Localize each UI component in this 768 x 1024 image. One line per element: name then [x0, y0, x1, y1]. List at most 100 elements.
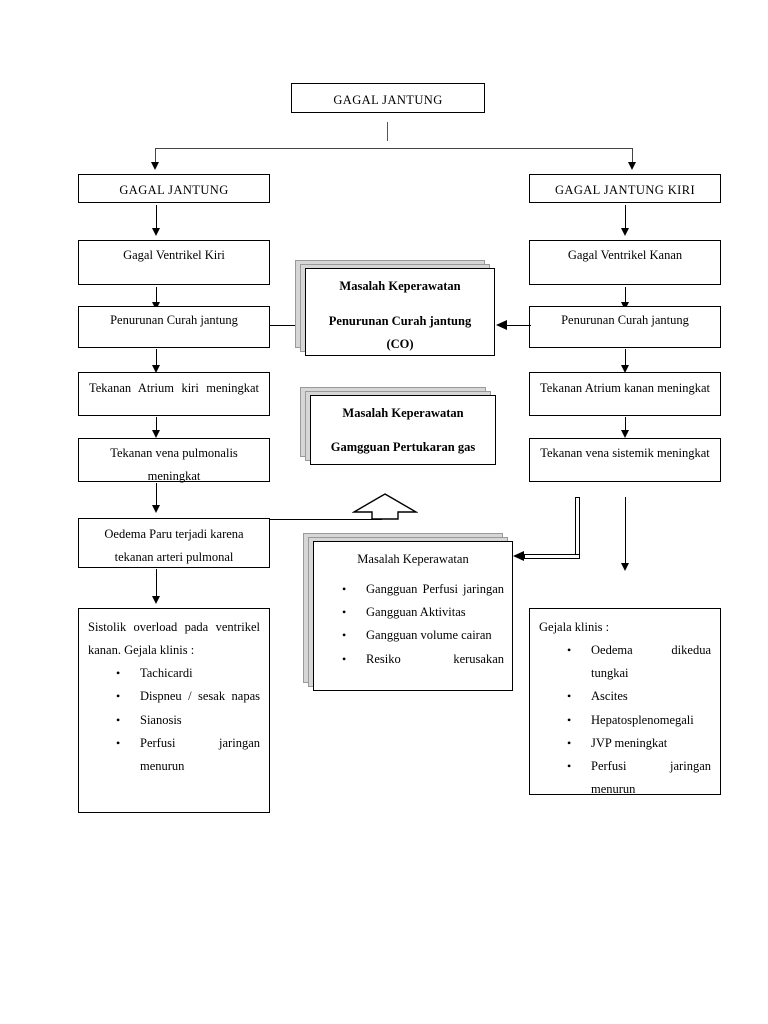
node-right-ventrikel[interactable]: Gagal Ventrikel Kanan	[529, 240, 721, 285]
connector-left-2	[156, 287, 158, 306]
block-arrow-up-to-gas	[351, 492, 419, 522]
node-right-gejala-lead: Gejala klinis :	[539, 620, 610, 634]
bullet-icon: •	[567, 712, 572, 727]
list-item: • Tachicardi	[116, 662, 260, 685]
connector-root-stub	[387, 122, 389, 141]
connector-elbow-vertical	[575, 497, 580, 559]
list-item-label: JVP meningkat	[591, 735, 668, 750]
bullet-icon: •	[342, 582, 347, 597]
connector-left-3	[156, 349, 158, 369]
connector-left-6	[156, 569, 158, 601]
bullet-icon: •	[116, 735, 121, 750]
bullet-icon: •	[116, 712, 121, 727]
card-gas-heading: Masalah Keperawatan	[342, 406, 464, 420]
connector-elbow-horizontal	[524, 554, 580, 559]
problem-card-list[interactable]: Masalah Keperawatan • Gangguan Perfusi j…	[303, 533, 518, 698]
node-left-vena[interactable]: Tekanan vena pulmonalis meningkat	[78, 438, 270, 483]
node-right-branch-label: GAGAL JANTUNG KIRI	[554, 183, 696, 197]
list-item: • Gangguan Perfusi jaringan	[342, 578, 504, 601]
connector-left-4	[156, 417, 158, 434]
node-root-label: GAGAL JANTUNG	[333, 93, 443, 107]
bullet-icon: •	[567, 689, 572, 704]
connector-split-right-drop	[632, 148, 634, 164]
arrow-right-curah-to-co	[496, 320, 507, 330]
node-left-gejala-content: Sistolik overload pada ventrikel kanan. …	[79, 609, 269, 785]
card-co-line2: (CO)	[386, 337, 414, 352]
connector-split-left-drop	[155, 148, 157, 164]
problem-card-gas[interactable]: Masalah Keperawatan Gamgguan Pertukaran …	[300, 387, 500, 473]
card-gas-label: Gamgguan Pertukaran gas	[330, 440, 476, 455]
arrow-left-4	[152, 430, 160, 438]
arrow-right-4	[621, 430, 629, 438]
list-item-label: Gangguan Perfusi jaringan	[366, 582, 504, 597]
list-item-label: Hepatosplenomegali	[591, 712, 694, 727]
list-item: • Ascites	[567, 685, 711, 708]
arrow-left-6	[152, 596, 160, 604]
node-left-ventrikel[interactable]: Gagal Ventrikel Kiri	[78, 240, 270, 285]
bullet-icon: •	[567, 735, 572, 750]
list-item-label: Perfusi jaringan menurun	[591, 758, 711, 796]
list-item-label: Dispneu / sesak napas	[140, 689, 260, 704]
list-item: • Perfusi jaringan menurun	[567, 755, 711, 801]
list-item: • Hepatosplenomegali	[567, 709, 711, 732]
arrow-left-1	[152, 228, 160, 236]
node-left-atrium-label: Tekanan Atrium kiri meningkat	[89, 381, 259, 395]
node-left-atrium[interactable]: Tekanan Atrium kiri meningkat	[78, 372, 270, 416]
node-right-ventrikel-label: Gagal Ventrikel Kanan	[567, 248, 683, 262]
list-item: • Resiko kerusakan	[342, 648, 504, 671]
connector-oedema-to-gas	[270, 519, 382, 521]
block-arrow-up-icon	[351, 493, 419, 520]
problem-card-co[interactable]: Masalah Keperawatan Penurunan Curah jant…	[295, 260, 495, 360]
card-list-items: • Gangguan Perfusi jaringan • Gangguan A…	[322, 578, 504, 671]
node-left-oedema-label: Oedema Paru terjadi karena tekanan arter…	[104, 527, 244, 565]
connector-left-curah-to-co	[270, 325, 302, 327]
node-right-branch[interactable]: GAGAL JANTUNG KIRI	[529, 174, 721, 203]
arrow-left-5	[152, 505, 160, 513]
bullet-icon: •	[342, 628, 347, 643]
list-item: • Gangguan volume cairan	[342, 624, 504, 647]
arrow-elbow-to-problems	[513, 551, 524, 561]
bullet-icon: •	[567, 643, 572, 658]
node-right-gejala-list: • Oedema dikedua tungkai • Ascites • Hep…	[539, 639, 711, 801]
node-left-oedema[interactable]: Oedema Paru terjadi karena tekanan arter…	[78, 518, 270, 568]
node-right-gejala-content: Gejala klinis : • Oedema dikedua tungkai…	[530, 609, 720, 808]
arrow-to-left-branch	[151, 162, 159, 170]
card-co-heading: Masalah Keperawatan	[339, 279, 461, 293]
arrow-right-1	[621, 228, 629, 236]
node-root[interactable]: GAGAL JANTUNG	[291, 83, 485, 113]
bullet-icon: •	[342, 651, 347, 666]
node-left-gejala[interactable]: Sistolik overload pada ventrikel kanan. …	[78, 608, 270, 813]
list-item-label: Tachicardi	[140, 666, 193, 681]
node-left-branch-label: GAGAL JANTUNG	[119, 183, 229, 197]
list-item-label: Sianosis	[140, 712, 182, 727]
node-left-vena-label: Tekanan vena pulmonalis meningkat	[110, 446, 238, 484]
node-right-gejala[interactable]: Gejala klinis : • Oedema dikedua tungkai…	[529, 608, 721, 796]
connector-right-1	[625, 205, 627, 231]
bullet-icon: •	[567, 758, 572, 773]
bullet-icon: •	[116, 666, 121, 681]
list-item-label: Resiko kerusakan	[366, 651, 504, 666]
list-item-label: Gangguan volume cairan	[366, 628, 492, 643]
bullet-icon: •	[116, 689, 121, 704]
list-item: • Perfusi jaringan menurun	[116, 732, 260, 778]
node-right-vena-label: Tekanan vena sistemik meningkat	[540, 446, 710, 460]
node-right-atrium[interactable]: Tekanan Atrium kanan meningkat	[529, 372, 721, 416]
arrow-to-right-branch	[628, 162, 636, 170]
card-face: Masalah Keperawatan Penurunan Curah jant…	[305, 268, 495, 356]
arrow-right-3	[621, 365, 629, 373]
node-left-branch[interactable]: GAGAL JANTUNG	[78, 174, 270, 203]
node-left-curah[interactable]: Penurunan Curah jantung	[78, 306, 270, 348]
card-face: Masalah Keperawatan • Gangguan Perfusi j…	[313, 541, 513, 691]
node-right-curah-label: Penurunan Curah jantung	[561, 313, 689, 327]
list-item-label: Gangguan Aktivitas	[366, 605, 466, 620]
card-co-content: Masalah Keperawatan Penurunan Curah jant…	[306, 269, 494, 362]
list-item-label: Ascites	[591, 689, 628, 704]
node-right-vena[interactable]: Tekanan vena sistemik meningkat	[529, 438, 721, 482]
node-right-curah[interactable]: Penurunan Curah jantung	[529, 306, 721, 348]
list-item: • Gangguan Aktivitas	[342, 601, 504, 624]
card-co-line1: Penurunan Curah jantung	[328, 314, 472, 329]
list-item-label: Oedema dikedua tungkai	[591, 643, 711, 681]
list-item: • Sianosis	[116, 709, 260, 732]
connector-right-5	[625, 497, 627, 567]
